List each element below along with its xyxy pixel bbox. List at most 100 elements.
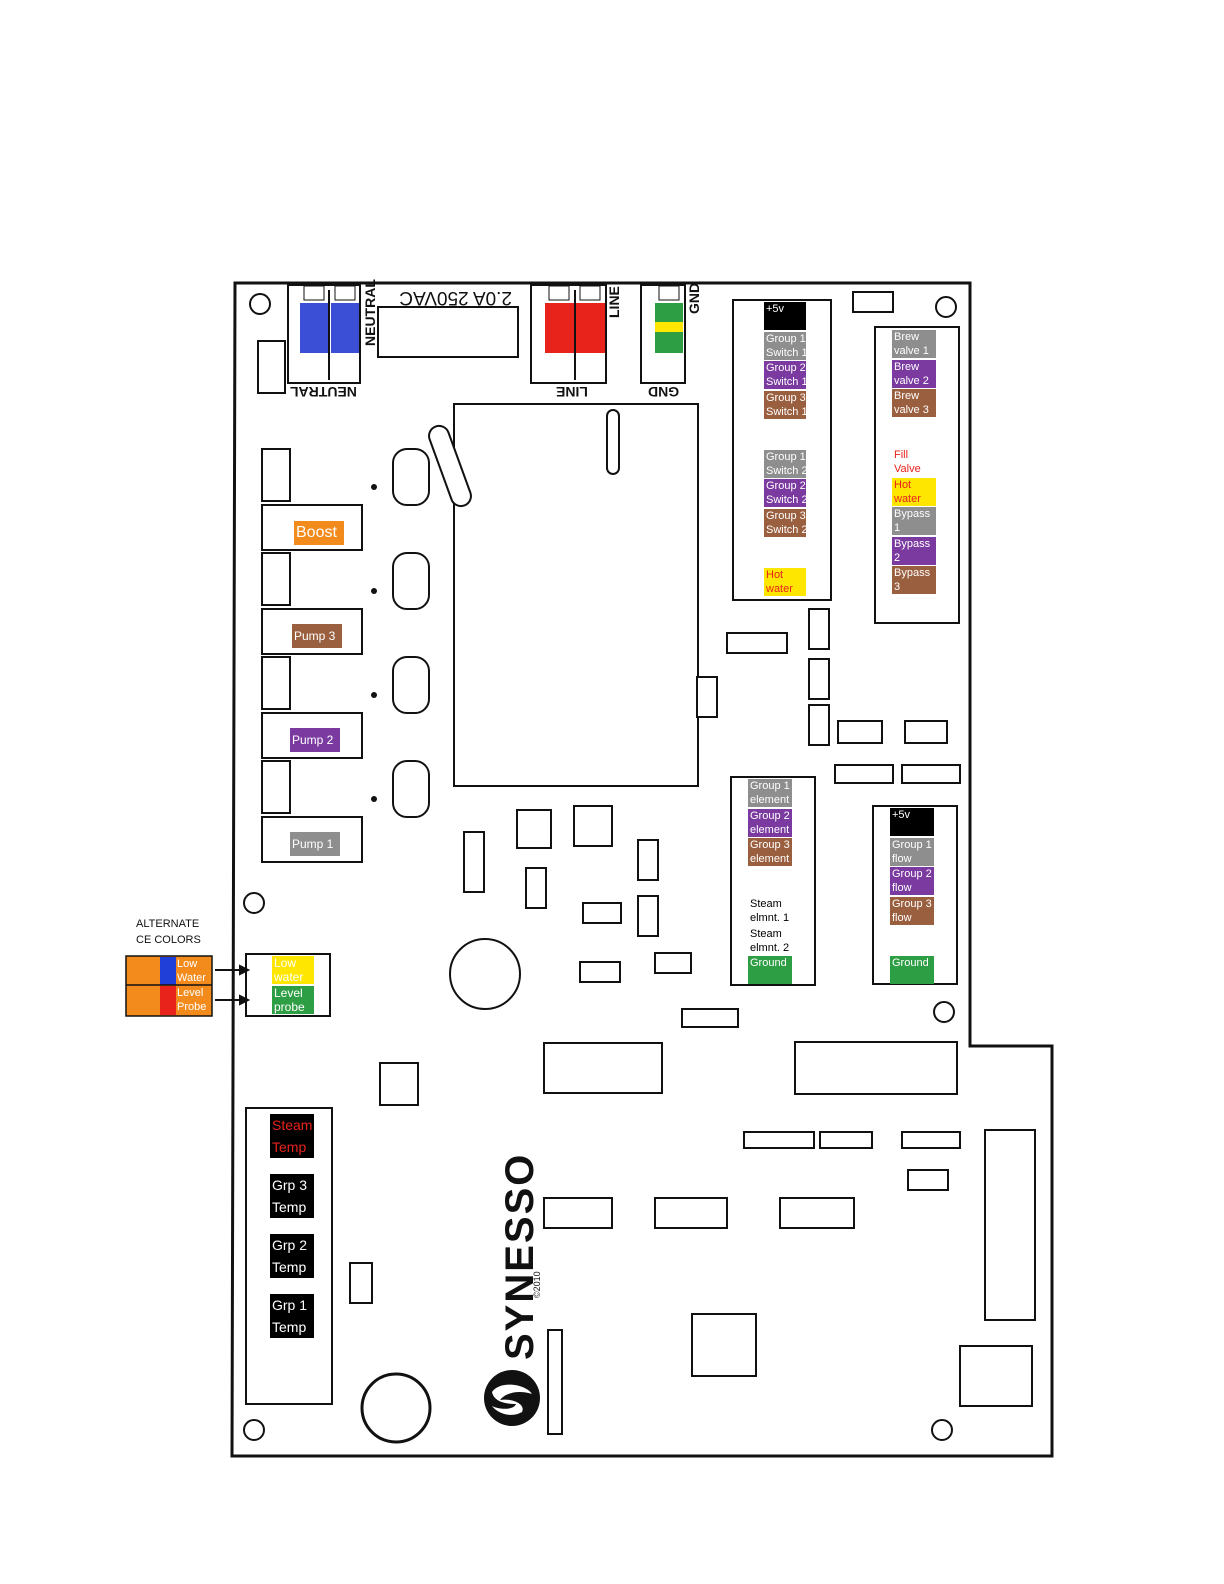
switch-connector-label-line1: Group 2 [766,480,806,492]
valve-connector-label-line1: Brew [894,331,920,343]
probe-connector-label-line1: Level [274,986,303,1000]
switch-connector-label-line1: Hot [766,568,784,581]
fuse-rating-text: 2.0A 250VAC [399,287,512,308]
flow-connector-label-line2: flow [892,852,912,865]
brand-name: SYNESSO [498,1152,542,1360]
element-connector-label-2: Group 3 element [748,838,792,866]
switch-connector-label-line2: Switch 1 [766,376,806,388]
relay-column [261,448,430,818]
neutral-side-label: NEUTRAL [362,279,378,346]
element-connector-label-line1: Group 2 [750,809,790,822]
flow-connector-label-line1: +5v [892,809,911,821]
temp-connector-label-3: Grp 1 Temp [270,1294,314,1338]
probe-connector-label-line2: probe [274,1000,305,1014]
switch-connector-label-0: +5v [764,302,806,330]
alternate-ce-title: ALTERNATE CE COLORS [136,916,201,948]
alternate-ce-title-line1: ALTERNATE [136,918,200,930]
temp-connector-label-line2: Temp [272,1199,307,1215]
element-connector-label-line2: element [750,853,790,865]
switch-connector-label-line2: Switch 2 [766,523,806,536]
flow-connector-label-line2: flow [892,911,912,924]
synesso-logo-icon [484,1370,540,1426]
line-bottom-label: LINE [556,384,588,400]
mounting-hole [243,1419,265,1441]
flow-connector-label-line1: Group 2 [892,868,932,880]
switch-connector-label-8 [764,538,806,566]
alternate-ce-title-line2: CE COLORS [136,934,201,946]
valve-connector-label-line2: 2 [894,551,901,564]
temp-connector-label-line1: Steam [272,1117,313,1133]
temp-connector-label-line2: Temp [272,1319,307,1335]
temp-connector-label-line2: Temp [272,1139,307,1155]
valve-connector-label-line2: valve 1 [894,345,929,357]
valve-connector-label-line1: Bypass [894,508,931,520]
valve-connector-label-line2: valve 2 [894,374,929,387]
line-side-label: LINE [606,286,622,318]
power-label-pump2: Pump 2 [290,728,340,752]
element-connector-label-line1: Steam [750,927,782,940]
valve-connector-label-line1: Fill [894,449,909,461]
mounting-hole [243,892,265,914]
power-label-boost: Boost [294,521,344,545]
fuse-holder [377,306,519,358]
valve-connector-label-line2: 3 [894,581,901,593]
power-label-pump3: Pump 3 [292,624,342,648]
valve-connector-label-line1: Hot [894,478,912,491]
element-connector-label-line1: Group 3 [750,839,790,851]
neutral-terminal [287,284,361,384]
flow-connector-label-0: +5v [890,808,934,836]
power-label-pump1: Pump 1 [290,832,340,856]
alternate-ce-swatch [125,955,213,1017]
switch-connector-label-line1: +5v [766,303,785,315]
neutral-bottom-label: NEUTRAL [290,384,357,400]
resistor-rp4 [852,291,894,313]
probe-connector-label-line1: Low [274,956,297,970]
element-connector-label-line1: Group 1 [750,780,790,792]
temp-connector-label-line1: Grp 3 [272,1177,308,1193]
switch-connector-label-line1: Group 1 [766,450,806,463]
valve-connector-label-line1: Brew [894,390,920,402]
mounting-hole [931,1419,953,1441]
element-connector-label-line2: elmnt. 2 [750,941,790,954]
ce-arrows [215,964,251,1006]
temp-connector-label-line2: Temp [272,1259,307,1275]
mounting-hole [249,293,271,315]
element-connector-label-6: Ground [748,956,792,984]
valve-connector-label-line1: Bypass [894,537,931,550]
temp-connector-label-1: Grp 3 Temp [270,1174,314,1218]
valve-connector-label-line2: water [894,492,921,505]
switch-connector-label-line1: Group 2 [766,362,806,374]
buzzer [449,938,521,1010]
switch-connector-label-line1: Group 1 [766,332,806,345]
flow-connector-label-5: Ground [890,955,934,984]
gnd-bottom-label: GND [648,384,680,400]
element-connector-label-line1: Ground [750,957,787,969]
switch-connector-label-line1: Group 3 [766,391,806,404]
switch-connector-label-line2: water [766,582,793,595]
flow-connector-label-line1: Group 1 [892,838,932,851]
temp-connector-label-line1: Grp 1 [272,1297,308,1313]
